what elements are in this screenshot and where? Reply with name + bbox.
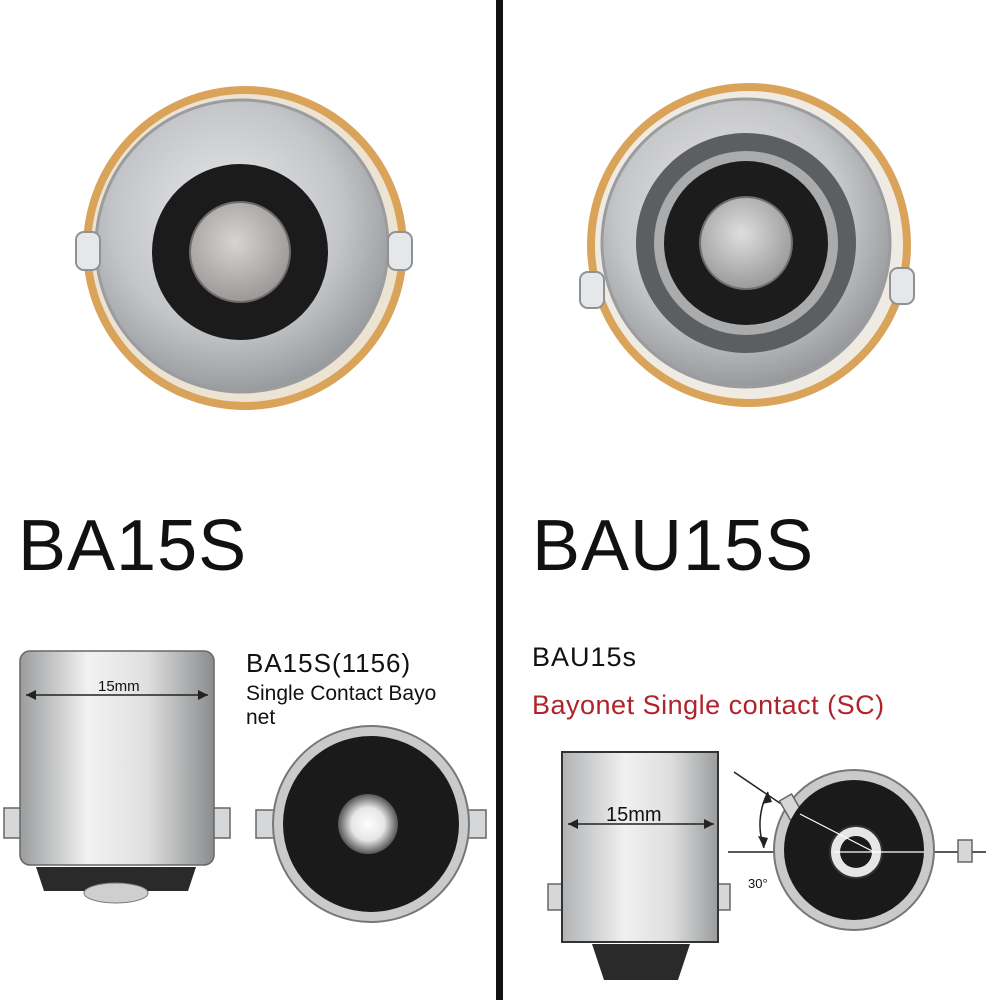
bau15s-title: BAU15S xyxy=(532,506,815,586)
ba15s-bulb-photo xyxy=(75,86,413,410)
bau15s-model-label: BAU15s xyxy=(532,642,638,672)
bau15s-description: Bayonet Single contact (SC) xyxy=(532,690,885,720)
bau15s-angle-label: 30° xyxy=(748,876,768,891)
bau15s-side-diagram xyxy=(547,751,731,980)
ba15s-side-diagram xyxy=(3,650,231,904)
bau15s-front-diagram xyxy=(728,769,986,931)
ba15s-title: BA15S xyxy=(18,506,248,586)
bau15s-dimension-label: 15mm xyxy=(606,804,662,826)
ba15s-front-diagram xyxy=(255,725,487,923)
bau15s-bulb-photo xyxy=(579,83,915,407)
ba15s-dimension-label: 15mm xyxy=(98,678,140,695)
ba15s-model-label: BA15S(1156) xyxy=(246,648,412,678)
bau15s-panel: BAU15S BAU15s Bayonet Single contact (SC… xyxy=(504,0,1000,1000)
ba15s-panel: BA15S 15mm BA15S(1156) Single Contact Ba… xyxy=(0,0,496,1000)
panel-divider xyxy=(496,0,503,1000)
ba15s-description-line1: Single Contact Bayo xyxy=(246,682,437,705)
ba15s-description-line2: net xyxy=(246,706,276,729)
